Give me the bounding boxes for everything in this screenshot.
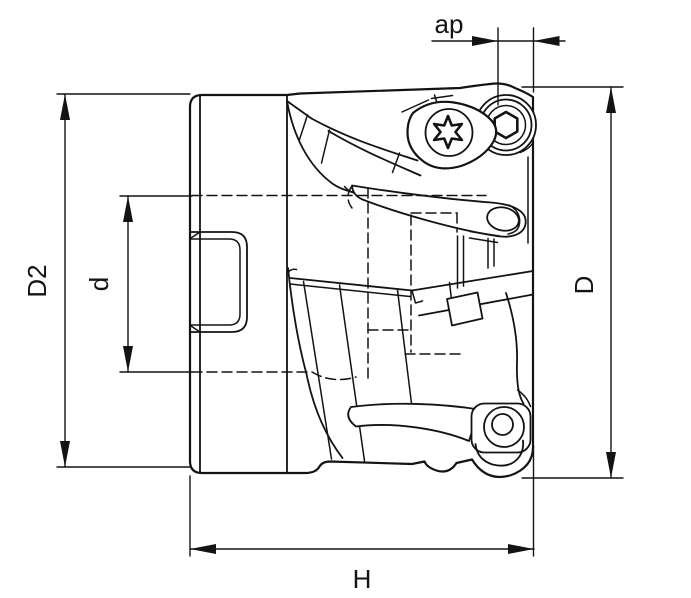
- clamp-arm-hole: [486, 206, 520, 232]
- hex-socket-icon: [493, 110, 519, 140]
- cutter-body: [188, 82, 537, 479]
- upper-clamp-arm: [351, 184, 527, 238]
- lower-clamp-arm: [347, 402, 532, 467]
- dim-D-label: D: [569, 276, 599, 295]
- torx-clamp-screw: [406, 100, 498, 170]
- dim-ap-label: ap: [435, 9, 464, 39]
- hidden-lines: [191, 185, 487, 381]
- mid-insert-seat: [289, 270, 534, 405]
- body-silhouette: [188, 82, 535, 479]
- drive-slot: [190, 231, 248, 333]
- dimension-H: H: [189, 445, 535, 594]
- torx-star-icon: [432, 114, 464, 150]
- dimension-D2: D2: [22, 93, 191, 468]
- dimension-d: d: [84, 195, 193, 373]
- dim-d-label: d: [84, 277, 114, 291]
- dim-d2-label: D2: [22, 264, 52, 297]
- dimension-ap: ap: [431, 9, 566, 106]
- dimension-D: D: [521, 86, 624, 479]
- dim-H-label: H: [353, 564, 372, 594]
- hub-section: [190, 94, 288, 474]
- bottom-clamp-screw: [483, 406, 525, 448]
- bottom-chip-flute: [287, 267, 413, 462]
